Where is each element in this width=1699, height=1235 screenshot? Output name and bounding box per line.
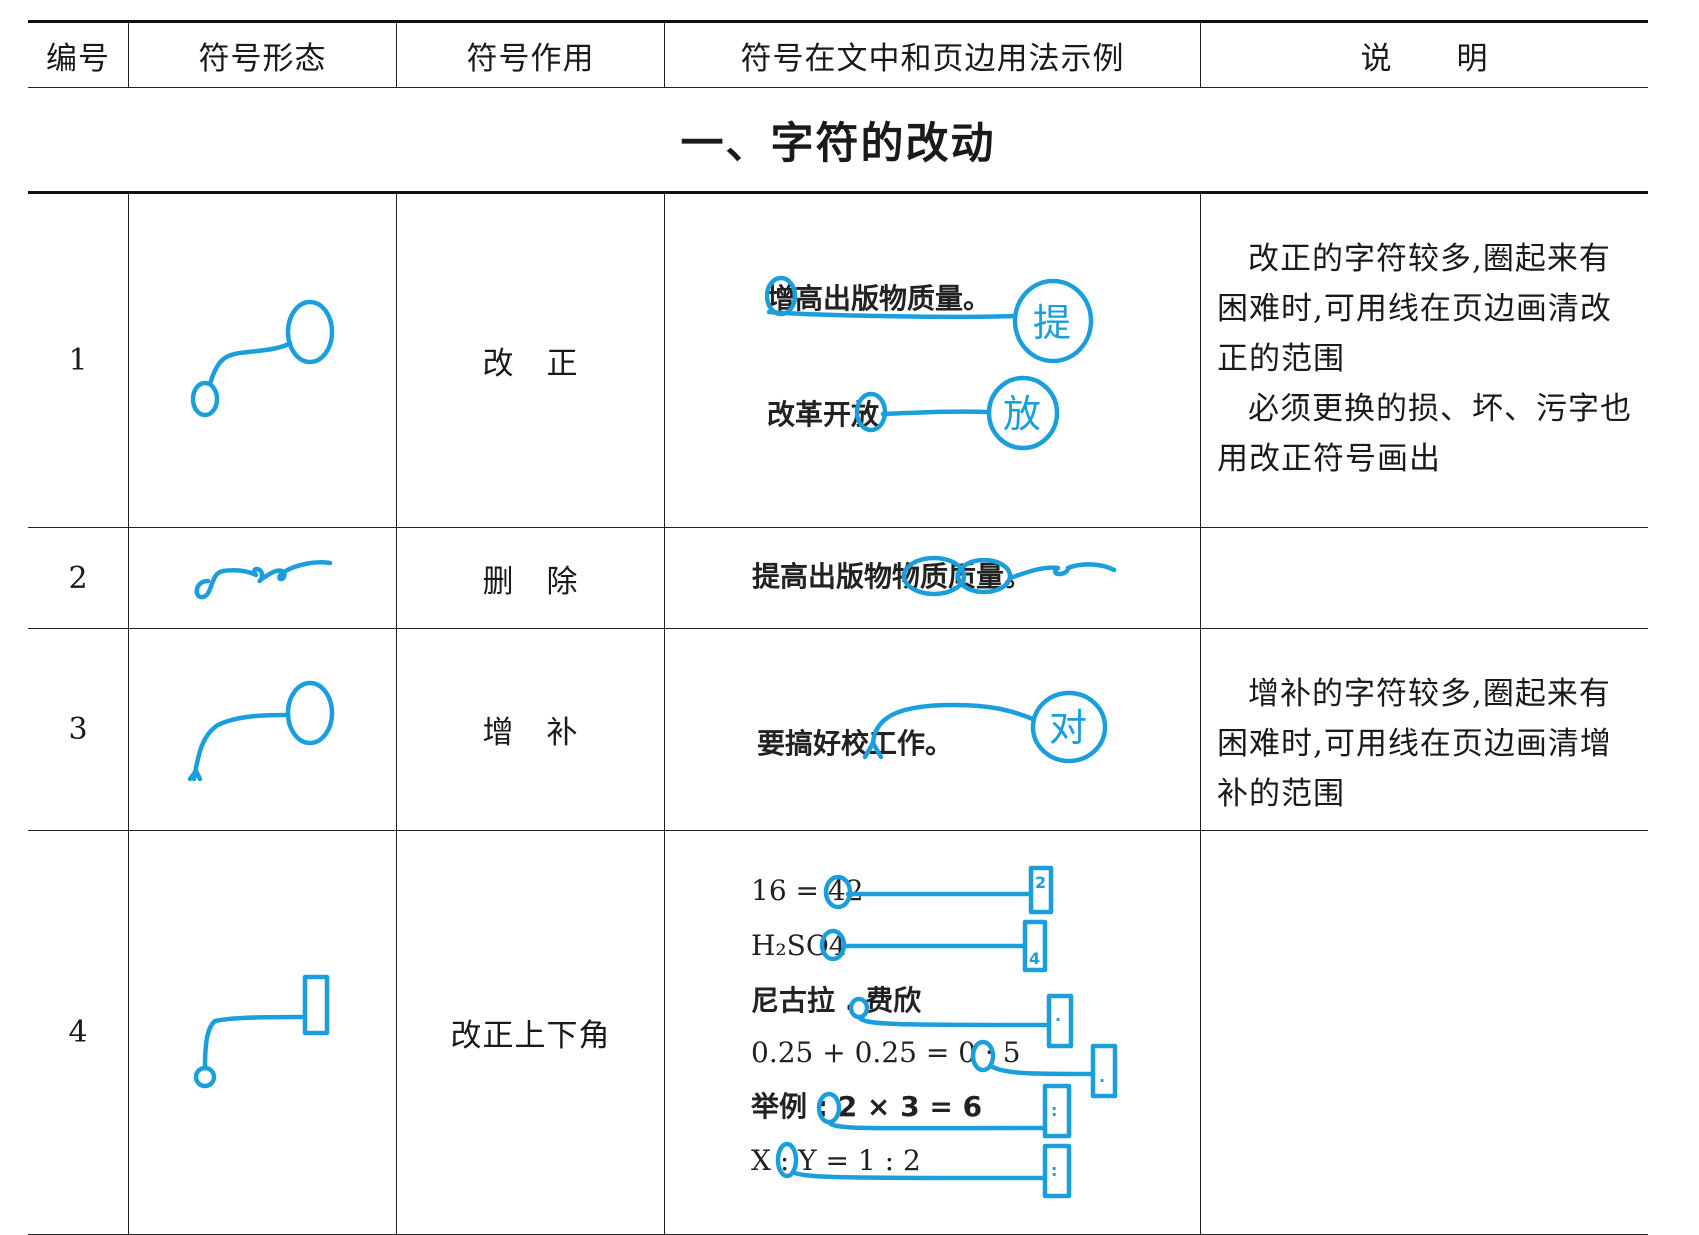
symbol-shape <box>128 831 396 1234</box>
example-line: 提高出版物物质质量。 <box>752 560 1032 593</box>
usage-example: 提高出版物物质质量。 <box>664 528 1200 628</box>
margin-mark: · <box>1099 1071 1105 1090</box>
symbol-function: 删 除 <box>396 528 664 628</box>
proofreading-table: 编号 符号形态 符号作用 符号在文中和页边用法示例 说 明 一、字符的改动 1 … <box>28 20 1648 1235</box>
example-superscript: 16 = 42 2 H₂SO4 4 尼古拉 . 费欣 · 0.25 + 0.25… <box>750 865 1117 1199</box>
symbol-function: 改 正 <box>396 194 664 527</box>
description <box>1200 528 1648 628</box>
margin-mark: 4 <box>1029 949 1040 968</box>
example-line: 要搞好校工作。 <box>757 727 953 760</box>
note-text: 增补的字符较多,圈起来有困难时,可用线在页边画清增补的范围 <box>1217 676 1612 812</box>
example-line: 增高出版物质量。 <box>767 282 991 315</box>
symbol-shape <box>128 194 396 527</box>
table-header: 编号 符号形态 符号作用 符号在文中和页边用法示例 说 明 <box>28 20 1648 88</box>
header-note: 说 明 <box>1200 23 1648 87</box>
correction-mark-icon <box>190 299 334 417</box>
example-line: 尼古拉 . 费欣 <box>751 984 921 1017</box>
table-row: 3 增 补 要搞好校工作。 对 增补的字符较多,圈起来有困难时,可用线在页边画清… <box>28 629 1648 831</box>
margin-mark: · <box>1055 1010 1061 1029</box>
table-row: 1 改 正 增高出版物质量。 提 改革开放 放 <box>28 194 1648 528</box>
note-text: 必须更换的损、坏、污字也用改正符号画出 <box>1217 391 1632 477</box>
table-row: 4 改正上下角 16 = 42 2 H₂SO4 4 尼古拉 . 费欣 <box>28 831 1648 1235</box>
example-correction: 增高出版物质量。 提 改革开放 放 <box>764 275 1093 450</box>
row-number: 1 <box>68 343 88 378</box>
header-example: 符号在文中和页边用法示例 <box>664 23 1200 87</box>
row-number: 4 <box>68 1015 88 1050</box>
row-number: 2 <box>68 560 88 596</box>
example-line: 举例 : 2 × 3 = 6 <box>750 1090 982 1123</box>
description: 改正的字符较多,圈起来有困难时,可用线在页边画清改正的范围 必须更换的损、坏、污… <box>1200 194 1648 527</box>
margin-mark: 对 <box>1049 706 1087 750</box>
note-text: 改正的字符较多,圈起来有困难时,可用线在页边画清改正的范围 <box>1217 241 1612 377</box>
symbol-shape <box>128 629 396 830</box>
usage-example: 增高出版物质量。 提 改革开放 放 <box>664 194 1200 527</box>
description <box>1200 831 1648 1234</box>
header-function: 符号作用 <box>396 23 664 87</box>
usage-example: 16 = 42 2 H₂SO4 4 尼古拉 . 费欣 · 0.25 + 0.25… <box>664 831 1200 1234</box>
margin-mark: 放 <box>1003 392 1041 436</box>
usage-example: 要搞好校工作。 对 <box>664 629 1200 830</box>
section-title: 一、字符的改动 <box>28 88 1648 194</box>
example-delete: 提高出版物物质质量。 <box>752 555 1116 597</box>
header-number: 编号 <box>46 40 110 77</box>
example-insertion: 要搞好校工作。 对 <box>757 690 1107 763</box>
symbol-function: 改正上下角 <box>396 831 664 1234</box>
table-row: 2 删 除 提高出版物物质质量。 <box>28 528 1648 629</box>
row-number: 3 <box>68 712 88 747</box>
symbol-shape <box>128 528 396 628</box>
margin-mark: : <box>1051 1101 1057 1120</box>
margin-mark: : <box>1051 1161 1057 1180</box>
description: 增补的字符较多,圈起来有困难时,可用线在页边画清增补的范围 <box>1200 629 1648 830</box>
header-shape: 符号形态 <box>128 23 396 87</box>
superscript-mark-icon <box>193 974 329 1088</box>
delete-mark-icon <box>194 560 332 600</box>
margin-mark: 提 <box>1033 301 1071 345</box>
insertion-mark-icon <box>187 680 334 781</box>
symbol-function: 增 补 <box>396 629 664 830</box>
margin-mark: 2 <box>1035 873 1046 892</box>
